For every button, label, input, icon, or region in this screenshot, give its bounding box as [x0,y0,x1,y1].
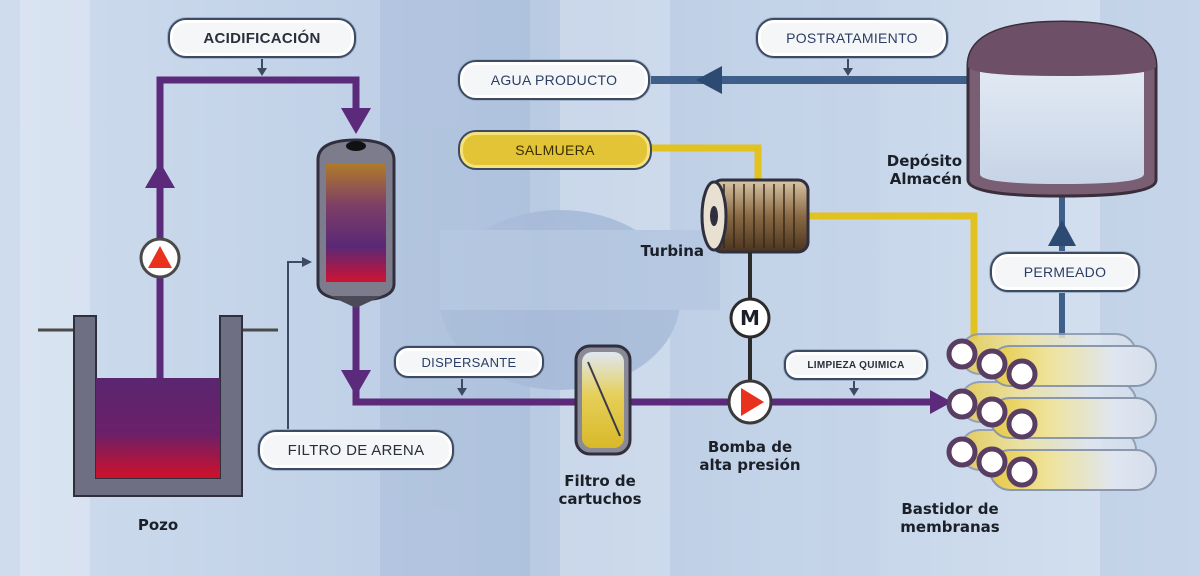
deposito-caption: Depósito Almacén [858,152,962,188]
filtro-cartuchos-caption: Filtro de cartuchos [540,472,660,508]
permeado-label: PERMEADO [990,252,1140,292]
agua-producto-label: AGUA PRODUCTO [458,60,650,100]
filtro-de-arena-label: FILTRO DE ARENA [258,430,454,470]
membrane-rack [949,334,1156,490]
storage-tank [968,22,1156,196]
bomba-caption: Bomba de alta presión [680,438,820,474]
pozo-caption: Pozo [118,516,198,534]
cartridge-filter [576,346,630,454]
turbine [702,180,808,252]
acidificacion-label: ACIDIFICACIÓN [168,18,356,58]
turbina-caption: Turbina [614,242,704,260]
sand-filter [318,140,394,308]
limpieza-quimica-label: LIMPIEZA QUIMICA [784,350,928,380]
bastidor-caption: Bastidor de membranas [880,500,1020,536]
motor-caption: M [738,308,762,328]
postratamiento-label: POSTRATAMIENTO [756,18,948,58]
dispersante-label: DISPERSANTE [394,346,544,378]
salmuera-label: SALMUERA [458,130,652,170]
